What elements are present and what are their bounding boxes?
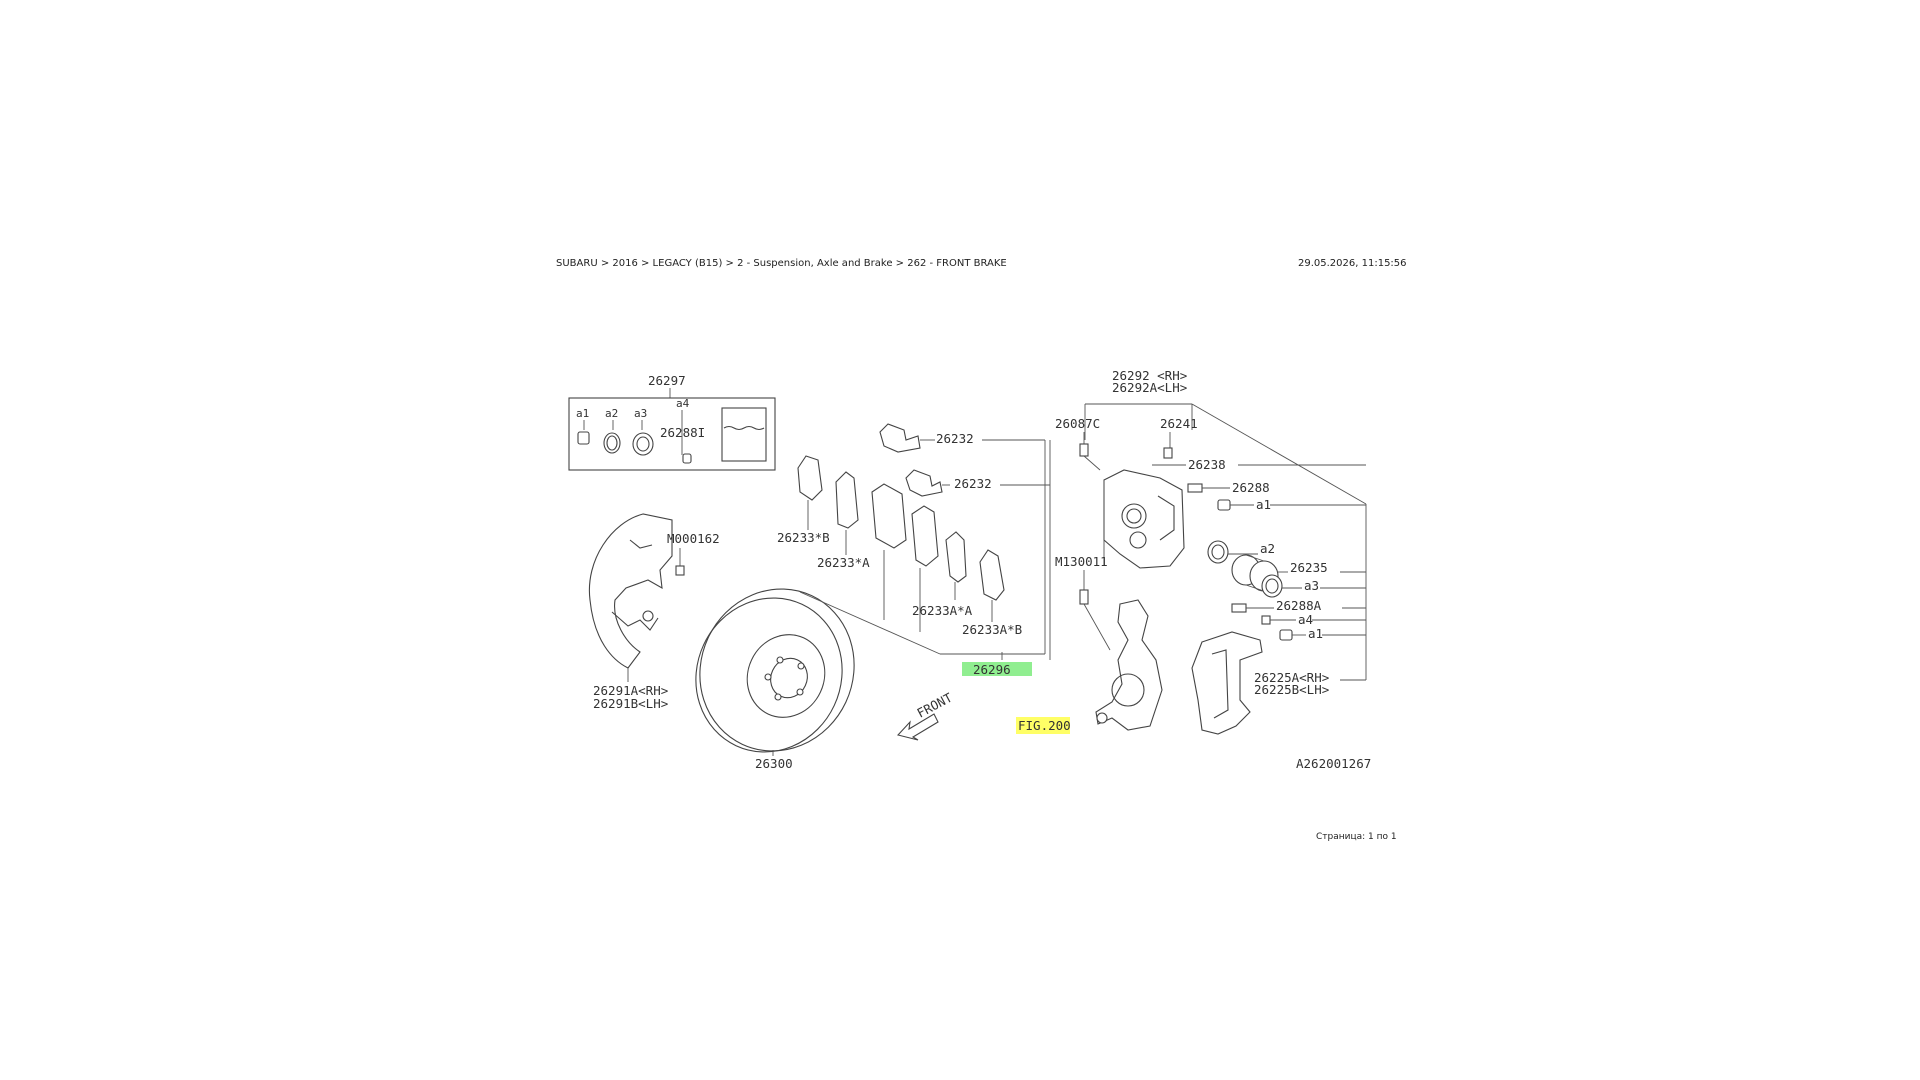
label-kit-a3[interactable]: a3 <box>634 407 647 420</box>
label-kit-26297[interactable]: 26297 <box>648 373 686 388</box>
caliper-assembly: 26292 <RH> 26292A<LH> 26087C 26241 26238… <box>1055 368 1367 735</box>
pads-and-shims: 26233*B 26233*A 26233A*A 26233A*B 26296 <box>777 440 1051 677</box>
label-piston-26235[interactable]: 26235 <box>1290 560 1328 575</box>
figure-code: A262001267 <box>1296 756 1371 771</box>
label-bolt-26288a[interactable]: 26288A <box>1276 598 1322 613</box>
page-info: Страница: 1 по 1 <box>1316 832 1397 842</box>
dust-cover: M000162 26291A<RH> 26291B<LH> <box>588 513 720 711</box>
label-bolt-26288[interactable]: 26288 <box>1232 480 1270 495</box>
highlight-pad-kit <box>962 662 1032 676</box>
label-caliper-rh[interactable]: 26292 <RH> <box>1112 368 1187 383</box>
label-cal-a3[interactable]: a3 <box>1304 578 1319 593</box>
label-cal-a1-bottom[interactable]: a1 <box>1308 626 1323 641</box>
label-cover-lh[interactable]: 26291B<LH> <box>593 696 668 711</box>
kit-box-26297: 26297 a1 a2 a3 a4 26288I <box>568 373 776 471</box>
label-kit-a2[interactable]: a2 <box>605 407 618 420</box>
breadcrumb: SUBARU > 2016 > LEGACY (B15) > 2 - Suspe… <box>556 258 1007 269</box>
highlight-fig-ref <box>1016 717 1070 734</box>
label-rotor-26300[interactable]: 26300 <box>755 756 793 771</box>
label-bolt-m130011[interactable]: M130011 <box>1055 554 1108 569</box>
label-pin-26232-top[interactable]: 26232 <box>936 431 974 446</box>
brake-rotor: 26300 <box>695 588 855 771</box>
label-bolt-m000162[interactable]: M000162 <box>667 531 720 546</box>
label-bolt-26087c[interactable]: 26087C <box>1055 416 1100 431</box>
label-kit-a4[interactable]: a4 <box>676 397 690 410</box>
label-cap-26238[interactable]: 26238 <box>1188 457 1226 472</box>
label-pad-26233ab[interactable]: 26233A*B <box>962 622 1022 637</box>
label-support-rh[interactable]: 26225A<RH> <box>1254 670 1329 685</box>
label-pad-26233a[interactable]: 26233*A <box>817 555 870 570</box>
label-kit-a1[interactable]: a1 <box>576 407 589 420</box>
label-support-lh[interactable]: 26225B<LH> <box>1254 682 1329 697</box>
label-pad-26233b[interactable]: 26233*B <box>777 530 830 545</box>
label-pad-kit-26296[interactable]: 26296 <box>973 662 1011 677</box>
label-cal-a2[interactable]: a2 <box>1260 541 1275 556</box>
timestamp: 29.05.2026, 11:15:56 <box>1298 258 1407 269</box>
label-cover-rh[interactable]: 26291A<RH> <box>593 683 668 698</box>
label-fig-ref[interactable]: FIG.200 <box>1018 718 1071 733</box>
label-pad-26233aa[interactable]: 26233A*A <box>912 603 973 618</box>
label-kit-26288i[interactable]: 26288I <box>660 425 705 440</box>
pad-pins: 26232 26232 <box>879 423 1050 497</box>
label-cal-a4[interactable]: a4 <box>1298 612 1313 627</box>
label-pin-26232-bottom[interactable]: 26232 <box>954 476 992 491</box>
front-arrow: FRONT <box>896 690 955 741</box>
label-bleeder-26241[interactable]: 26241 <box>1160 416 1198 431</box>
label-cal-a1-top[interactable]: a1 <box>1256 497 1271 512</box>
label-caliper-lh[interactable]: 26292A<LH> <box>1112 380 1187 395</box>
fig-ref: FIG.200 <box>1016 717 1071 734</box>
